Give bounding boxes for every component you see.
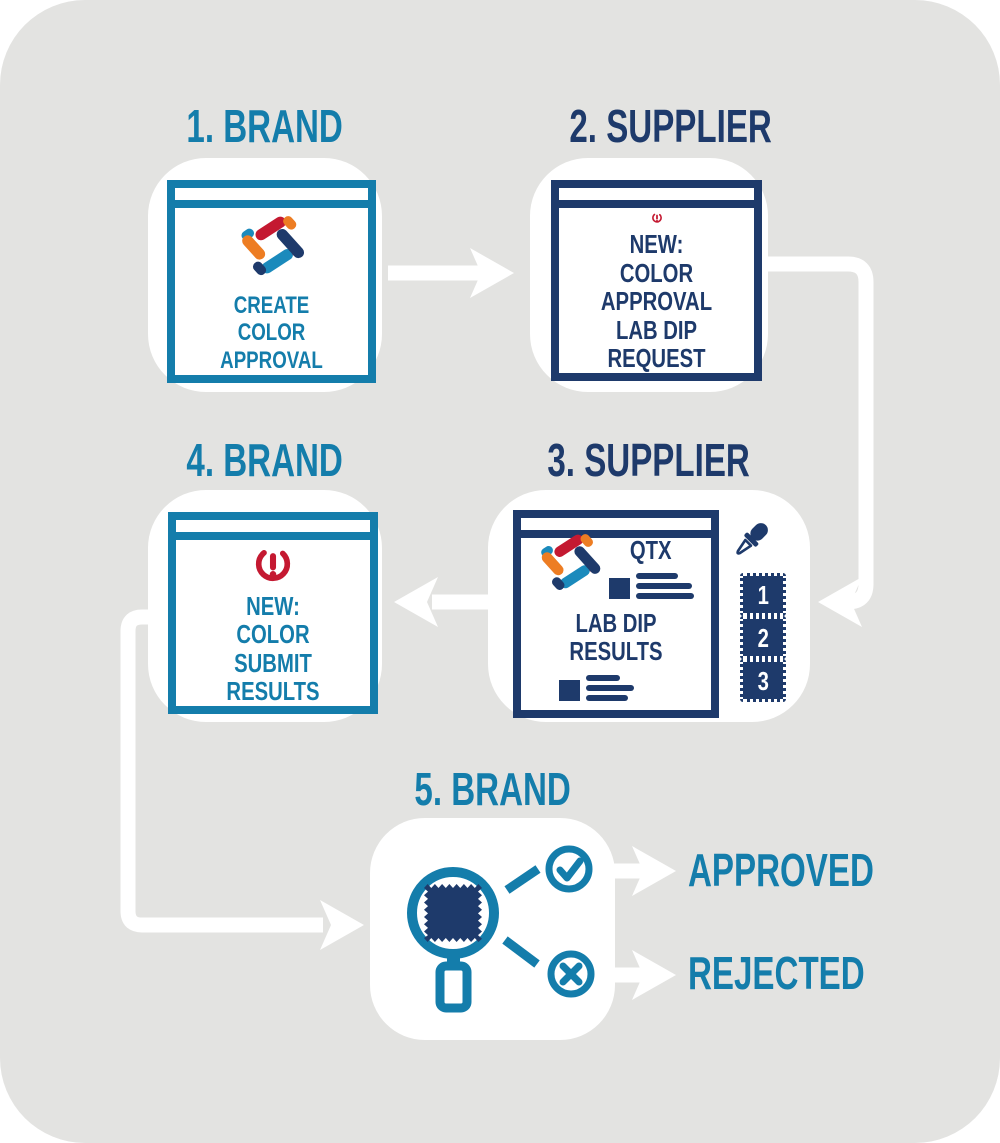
step-1-title: 1. BRAND <box>186 100 344 152</box>
step-1-card-text: CREATE COLOR APPROVAL <box>220 291 323 375</box>
step-3-heading: LAB DIP RESULTS <box>569 607 663 667</box>
rejected-label: REJECTED <box>688 947 865 999</box>
step-3-title: 3. SUPPLIER <box>547 434 751 486</box>
browser-window-icon: NEW: COLOR SUBMIT RESULTS <box>168 512 378 714</box>
step-4-title: 4. BRAND <box>186 434 344 486</box>
step-2-card-text: NEW: COLOR APPROVAL LAB DIP REQUEST <box>600 229 713 374</box>
browser-window-icon: QTX LAB DIP RESULTS <box>513 510 719 718</box>
document-row-icon <box>608 572 694 599</box>
flow-arrow-1-to-2 <box>388 248 514 298</box>
browser-window-icon: NEW: COLOR APPROVAL LAB DIP REQUEST <box>551 180 762 381</box>
flow-arrow-5-to-rejected <box>613 950 676 1000</box>
step-4-card-text: NEW: COLOR SUBMIT RESULTS <box>226 590 320 707</box>
alert-icon <box>651 212 662 223</box>
document-row-icon <box>558 674 634 701</box>
stamp-icon-3: 3 <box>740 659 786 702</box>
step-5-title: 5. BRAND <box>414 763 571 815</box>
flow-arrow-3-to-4 <box>394 577 490 627</box>
step-5-card <box>370 818 615 1040</box>
magnifier-swatch-icon <box>407 845 595 1013</box>
brand-logo-icon <box>540 534 600 590</box>
eyedropper-icon <box>736 523 768 555</box>
approved-label: APPROVED <box>688 844 874 896</box>
step-1-card: CREATE COLOR APPROVAL <box>148 158 382 392</box>
step-4-card: NEW: COLOR SUBMIT RESULTS <box>148 490 382 722</box>
qtx-label: QTX <box>630 535 672 565</box>
check-circle-icon <box>545 845 593 893</box>
brand-logo-icon <box>241 216 304 276</box>
step-3-card: QTX LAB DIP RESULTS <box>488 490 810 722</box>
step-2-title: 2. SUPPLIER <box>569 100 772 152</box>
x-circle-icon <box>547 950 595 998</box>
stamp-icon-1: 1 <box>740 573 786 616</box>
step-2-card: NEW: COLOR APPROVAL LAB DIP REQUEST <box>530 158 768 392</box>
browser-window-icon: CREATE COLOR APPROVAL <box>167 180 376 383</box>
alert-icon <box>255 546 291 582</box>
stamp-icon-2: 2 <box>740 616 786 659</box>
flow-arrow-2-to-3 <box>768 256 874 627</box>
flow-arrow-5-to-approved <box>613 846 676 896</box>
flow-arrow-4-to-5 <box>120 609 364 950</box>
